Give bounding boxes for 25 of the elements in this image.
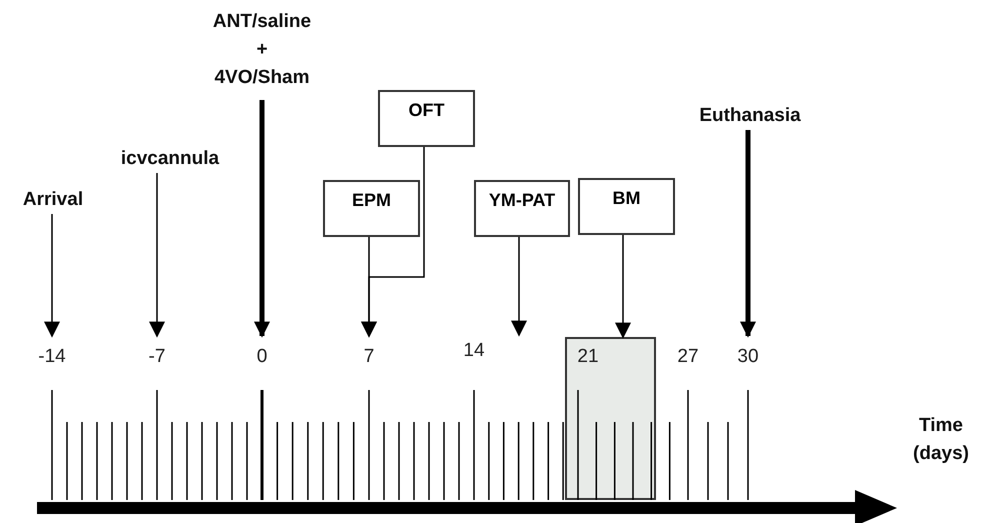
event-label: icvcannula	[104, 145, 236, 173]
arrow	[361, 237, 377, 338]
day-number: -7	[137, 346, 177, 372]
day-number: -14	[30, 346, 74, 372]
axis-label: Time (days)	[912, 414, 970, 466]
arrow	[615, 235, 631, 339]
arrow	[254, 100, 270, 338]
arrow	[44, 214, 60, 338]
test-box: EPM	[323, 180, 420, 237]
event-label: Arrival	[12, 186, 94, 214]
day-number: 0	[242, 346, 282, 372]
day-number: 27	[676, 346, 700, 369]
shaded-period	[565, 337, 656, 500]
day-number: 30	[728, 346, 768, 372]
test-box: OFT	[378, 90, 475, 147]
day-number: 14	[462, 340, 486, 363]
arrow	[740, 130, 756, 338]
day-number: 21	[576, 346, 600, 369]
day-number: 7	[349, 346, 389, 372]
arrow	[149, 173, 165, 338]
event-label: Euthanasia	[690, 102, 810, 130]
arrow	[511, 237, 527, 337]
test-box: YM-PAT	[474, 180, 570, 237]
test-box: BM	[578, 178, 675, 235]
event-label: ANT/saline + 4VO/Sham	[210, 8, 314, 100]
